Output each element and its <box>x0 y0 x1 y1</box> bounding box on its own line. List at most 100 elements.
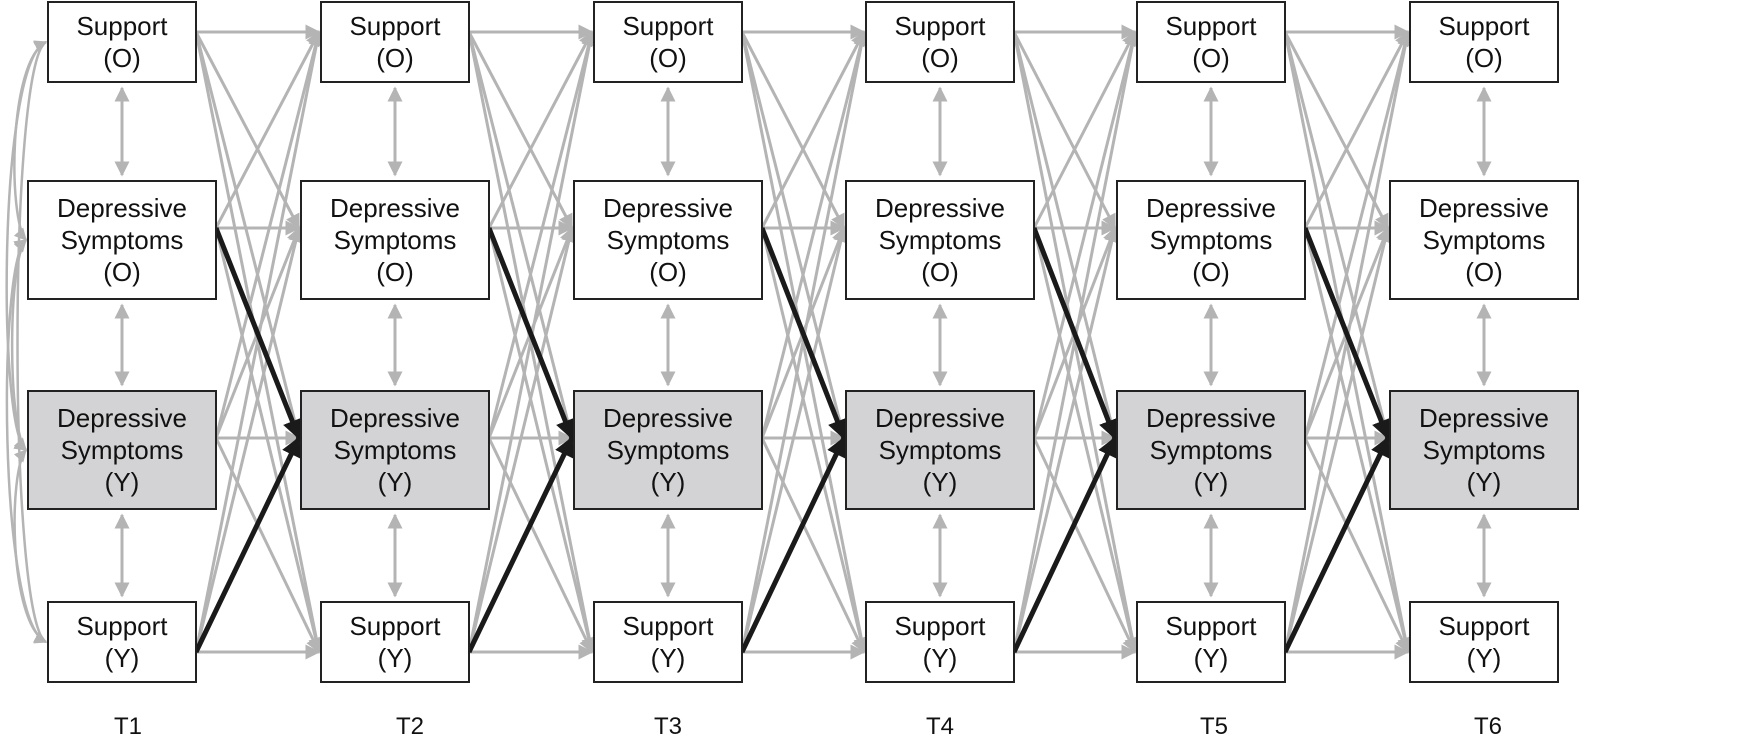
node-support-o-t4: Support(O) <box>865 1 1015 83</box>
node-label-line: Support <box>894 611 986 641</box>
node-box <box>1116 390 1306 510</box>
node-label-line: Support <box>894 11 986 41</box>
node-label-line: (Y) <box>1194 643 1229 673</box>
path-support-o-to-depressive-o-t2 <box>467 31 574 230</box>
path-support-o-to-depressive-o-t5 <box>1283 31 1390 230</box>
path-support-y-to-support-o-t4 <box>1012 30 1140 653</box>
node-label-line: Symptoms <box>607 225 730 255</box>
node-box <box>845 180 1035 300</box>
path-depressive-o-to-support-o-t3 <box>760 30 866 229</box>
node-label-line: Symptoms <box>879 435 1002 465</box>
node-box <box>27 390 217 510</box>
path-support-y-to-support-o-t1 <box>194 30 324 653</box>
node-label-line: Symptoms <box>607 435 730 465</box>
time-label-t6: T6 <box>1474 713 1502 740</box>
node-box <box>1136 1 1286 83</box>
time-label-t5: T5 <box>1200 713 1228 740</box>
path-support-y-to-depressive-o-t4 <box>1012 226 1120 653</box>
node-box <box>845 390 1035 510</box>
node-box <box>320 1 470 83</box>
path-support-y-to-depressive-y-t2 <box>466 436 575 654</box>
path-depressive-o-to-support-y-t3 <box>760 227 869 654</box>
path-support-y-to-depressive-o-t5 <box>1283 226 1393 653</box>
node-label-line: (Y) <box>923 643 958 673</box>
path-support-o-to-depressive-o-t3 <box>740 31 846 230</box>
path-support-y-to-support-o-t3 <box>740 30 869 653</box>
node-label-line: Symptoms <box>61 225 184 255</box>
node-box <box>573 390 763 510</box>
path-depressive-y-to-support-o-t2 <box>487 30 596 439</box>
node-label-line: (O) <box>103 43 141 73</box>
node-support-o-t5: Support(O) <box>1136 1 1286 83</box>
path-depressive-y-to-support-o-t1 <box>214 30 323 439</box>
path-depressive-y-to-support-y-t3 <box>760 437 866 654</box>
time-label-t3: T3 <box>654 713 682 740</box>
node-label-line: Depressive <box>57 403 187 433</box>
path-support-o-to-depressive-y-t1 <box>194 31 303 440</box>
path-depressive-y-to-support-y-t1 <box>214 437 321 654</box>
path-support-y-to-support-o-t5 <box>1283 30 1413 653</box>
node-label-line: (O) <box>1192 43 1230 73</box>
node-label-line: Support <box>622 11 714 41</box>
node-label-line: Symptoms <box>879 225 1002 255</box>
node-label-line: Depressive <box>1146 193 1276 223</box>
path-depressive-o-to-support-y-t2 <box>487 227 597 654</box>
node-box <box>300 180 490 300</box>
node-label-line: Depressive <box>330 403 460 433</box>
path-support-y-to-depressive-y-t4 <box>1011 436 1118 654</box>
path-support-o-to-depressive-y-t2 <box>467 31 576 440</box>
path-support-o-to-depressive-y-t3 <box>740 31 848 440</box>
node-label-line: Depressive <box>57 193 187 223</box>
node-box <box>865 601 1015 683</box>
node-label-line: Depressive <box>875 193 1005 223</box>
path-support-y-to-support-o-t2 <box>467 30 597 653</box>
node-box <box>1136 601 1286 683</box>
gray-paths <box>5 24 1492 660</box>
node-support-y-t3: Support(Y) <box>593 601 743 683</box>
node-label-line: (O) <box>1192 257 1230 287</box>
path-support-y-to-depressive-o-t1 <box>194 226 304 653</box>
path-support-y-to-depressive-y-t1 <box>193 436 302 654</box>
node-label-line: Support <box>1438 611 1530 641</box>
node-label-line: Symptoms <box>1423 225 1546 255</box>
node-label-line: (O) <box>1465 43 1503 73</box>
node-label-line: Support <box>349 611 441 641</box>
node-label-line: (Y) <box>923 467 958 497</box>
node-box <box>1389 180 1579 300</box>
node-label-line: (Y) <box>378 467 413 497</box>
node-label-line: Support <box>622 611 714 641</box>
node-label-line: (O) <box>649 257 687 287</box>
node-box <box>300 390 490 510</box>
time-label-t2: T2 <box>396 713 424 740</box>
node-box <box>1409 601 1559 683</box>
time-label-t1: T1 <box>114 713 142 740</box>
path-depressive-o-to-support-o-t2 <box>487 30 594 229</box>
path-support-o-to-depressive-o-t4 <box>1012 31 1117 230</box>
path-support-y-to-depressive-o-t3 <box>740 226 849 653</box>
node-label-line: (Y) <box>1467 643 1502 673</box>
node-label-line: Symptoms <box>334 225 457 255</box>
node-box <box>1116 180 1306 300</box>
node-label-line: (O) <box>1465 257 1503 287</box>
node-box <box>593 601 743 683</box>
path-depressive-o-to-support-o-t5 <box>1303 30 1410 229</box>
path-depressive-o-to-depressive-y-t4 <box>1031 227 1118 440</box>
node-box <box>27 180 217 300</box>
node-support-o-t6: Support(O) <box>1409 1 1559 83</box>
path-depressive-o-to-support-o-t1 <box>214 30 321 229</box>
path-depressive-o-to-depressive-y-t5 <box>1302 227 1391 440</box>
path-depressive-o-to-support-y-t4 <box>1032 227 1140 654</box>
highlighted-paths <box>193 227 1391 654</box>
node-label-line: (O) <box>103 257 141 287</box>
node-support-y-t5: Support(Y) <box>1136 601 1286 683</box>
